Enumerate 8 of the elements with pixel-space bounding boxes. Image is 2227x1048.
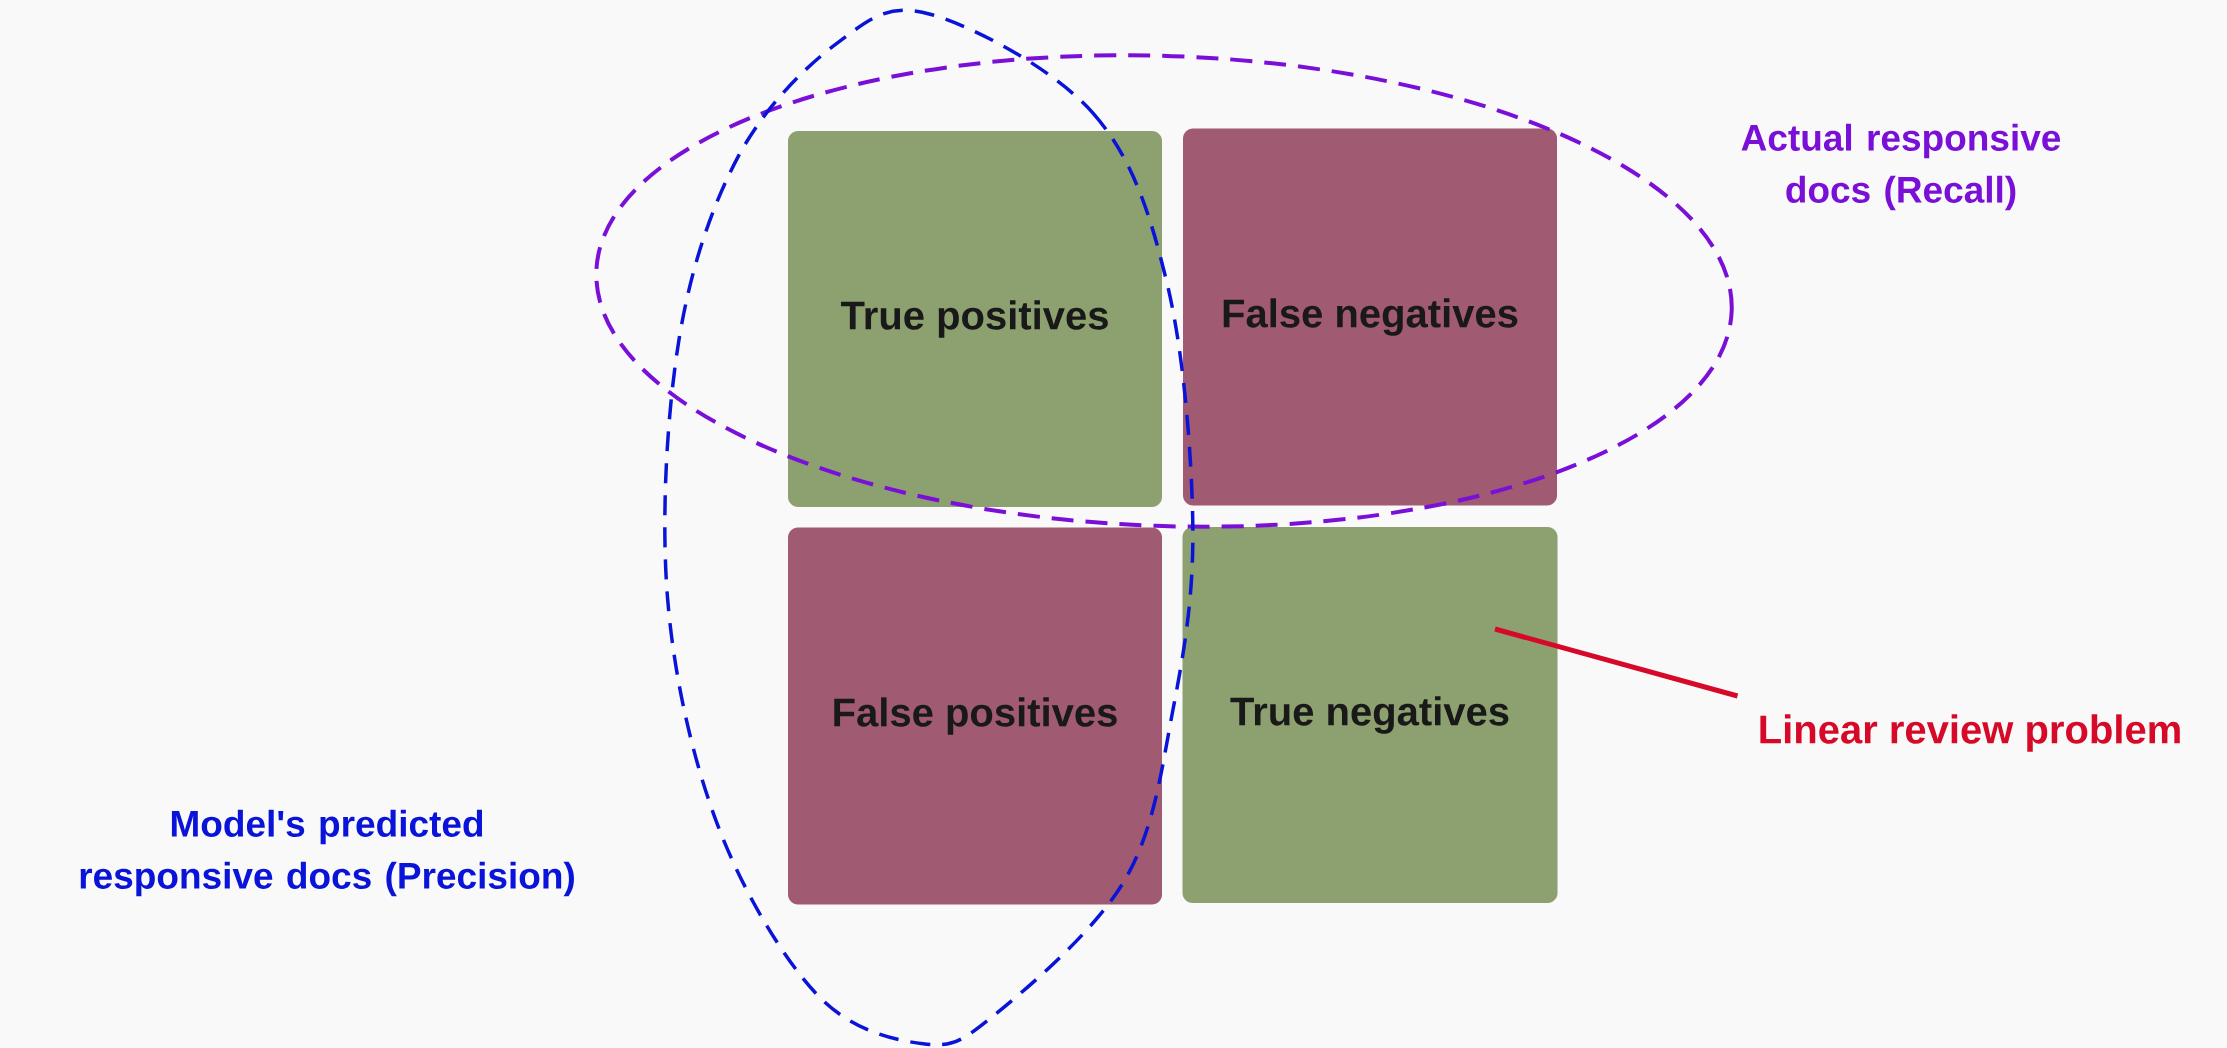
matrix-cell: True negatives: [1182, 527, 1558, 903]
matrix-cell: False positives: [788, 527, 1162, 905]
matrix-cell: True positives: [788, 131, 1162, 507]
callout-text: Linear review problem: [1760, 714, 2180, 752]
leader-line: [1494, 626, 1739, 699]
matrix-cell: False negatives: [1183, 128, 1557, 506]
precision-label: Model's predicted responsive docs (Precision): [80, 809, 574, 897]
recall-label: Actual responsive docs (Recall): [1741, 123, 2061, 211]
